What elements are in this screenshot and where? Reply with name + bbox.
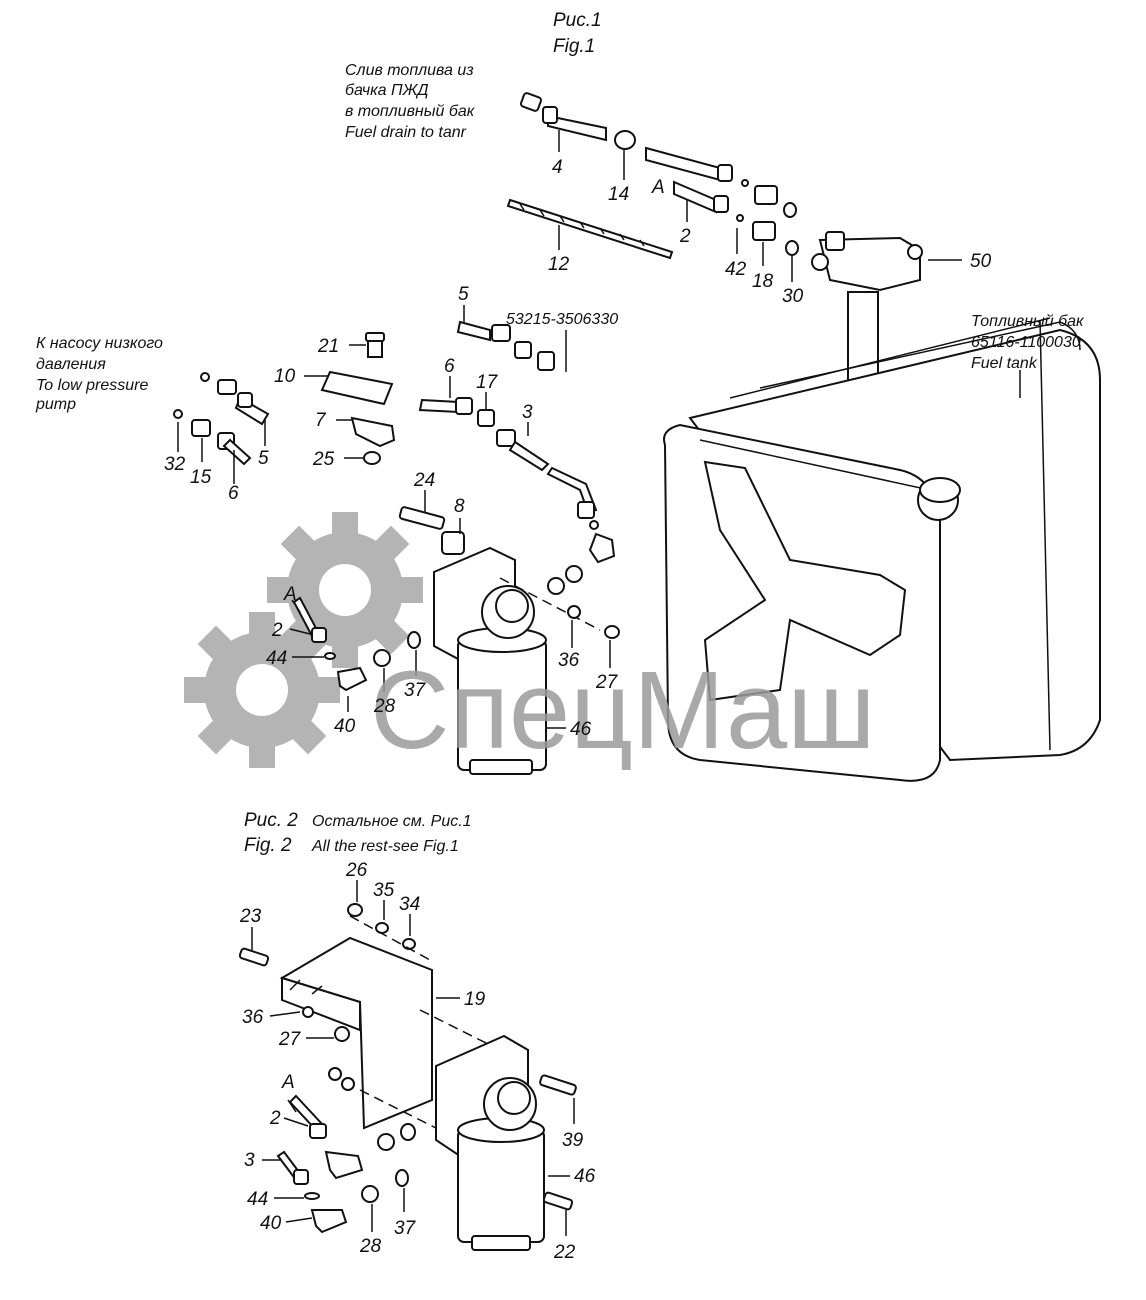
part-label: 30: [782, 286, 804, 307]
part-label: 6: [444, 356, 455, 377]
part-label: 50: [970, 251, 992, 272]
note-pump-line3: To low pressure: [36, 377, 148, 394]
part-label: 39: [562, 1130, 584, 1151]
part-label: 35: [373, 880, 395, 901]
part-label: 17: [476, 372, 499, 393]
note-pump-line4: pump: [35, 396, 76, 413]
note-drain-line1: Слив топлива из: [345, 62, 474, 79]
part-label: 21: [317, 336, 339, 357]
part-label: 8: [454, 496, 465, 517]
part-label: 46: [574, 1166, 596, 1187]
part-label: 25: [312, 449, 335, 470]
fig2-title-en: Fig. 2: [244, 835, 292, 856]
part-label: 44: [247, 1189, 268, 1210]
part-label: 32: [164, 454, 186, 475]
note-tank-line2: 65116-1100030: [971, 334, 1081, 351]
part-label: 6: [228, 483, 239, 504]
fig1-leaders: [177, 130, 1021, 729]
note-tank-line3: Fuel tank: [971, 355, 1038, 372]
fig2-subtitle-en: All the rest-see Fig.1: [311, 838, 459, 855]
part-label: 2: [679, 226, 691, 247]
part-label: 10: [274, 366, 296, 387]
part-label: A: [651, 177, 665, 198]
note-drain-line4: Fuel drain to tanr: [345, 124, 467, 141]
fig1-title-en: Fig.1: [553, 36, 595, 57]
note-tank-line1: Топливный бак: [971, 313, 1085, 330]
part-label: 37: [404, 680, 427, 701]
part-label: 2: [271, 620, 283, 641]
note-drain-line3: в топливный бак: [345, 103, 476, 120]
part-label: 12: [548, 254, 570, 275]
part-label: 4: [552, 157, 563, 178]
watermark-text: СпецМаш: [370, 649, 875, 772]
part-label: 7: [315, 410, 327, 431]
part-label: 46: [570, 719, 592, 740]
part-label: A: [281, 1072, 295, 1093]
part-label: 26: [345, 860, 368, 881]
part-label: 27: [595, 672, 619, 693]
part-label: 28: [373, 696, 396, 717]
part-label: 44: [266, 648, 287, 669]
part-label: 36: [558, 650, 580, 671]
part-label: A: [283, 584, 297, 605]
note-drain-line2: бачка ПЖД: [345, 82, 429, 99]
part-label: 5: [458, 284, 469, 305]
fig1-title-ru: Рис.1: [553, 10, 602, 31]
part-label: 15: [190, 467, 212, 488]
part-label: 14: [608, 184, 629, 205]
part-label: 34: [399, 894, 420, 915]
note-pump-line2: давления: [36, 356, 106, 373]
part-label: 3: [522, 402, 533, 423]
part-label: 2: [269, 1108, 281, 1129]
part-label: 5: [258, 448, 269, 469]
fig2-subtitle-ru: Остальное см. Рис.1: [312, 813, 472, 830]
fig2-leaders: [251, 880, 575, 1236]
part-label: 3: [244, 1150, 255, 1171]
assembly-code: 53215-3506330: [506, 311, 618, 328]
part-label: 37: [394, 1218, 417, 1239]
part-label: 24: [413, 470, 435, 491]
note-pump-line1: К насосу низкого: [36, 335, 163, 352]
fig1-drawing: [173, 92, 1101, 782]
part-label: 40: [334, 716, 356, 737]
part-label: 19: [464, 989, 486, 1010]
part-label: 42: [725, 259, 747, 280]
part-label: 28: [359, 1236, 382, 1257]
fig2-drawing: [238, 903, 577, 1251]
part-label: 27: [278, 1029, 302, 1050]
part-label: 40: [260, 1213, 282, 1234]
part-label: 36: [242, 1007, 264, 1028]
part-label: 23: [239, 906, 262, 927]
part-label: 22: [553, 1242, 576, 1263]
fig2-title-ru: Рис. 2: [244, 810, 298, 831]
part-label: 18: [752, 271, 774, 292]
